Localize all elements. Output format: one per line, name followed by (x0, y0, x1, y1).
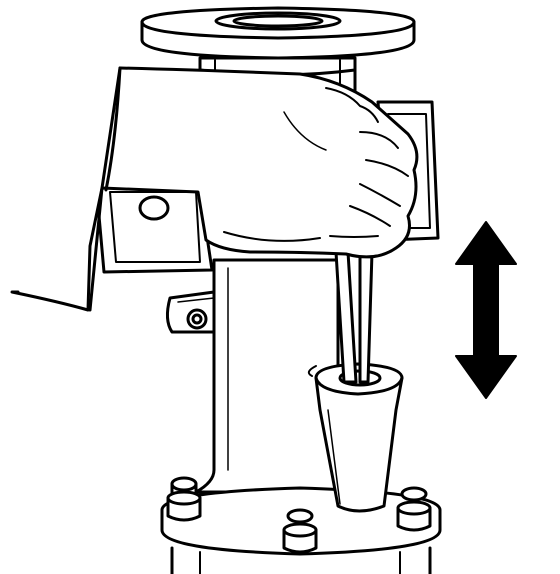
top-flange (142, 8, 414, 58)
left-mount-bracket (96, 182, 212, 272)
gloved-hand (12, 68, 417, 310)
lug-bolt-icon (188, 310, 206, 328)
base-bolt-right (398, 488, 430, 530)
base-bolt-left (168, 478, 200, 520)
tool-shaft (336, 252, 372, 382)
bracket-hole-icon (140, 197, 168, 219)
side-lug (167, 292, 214, 332)
base-bolt-center (284, 510, 316, 552)
double-headed-vertical-arrow-icon (456, 222, 516, 398)
